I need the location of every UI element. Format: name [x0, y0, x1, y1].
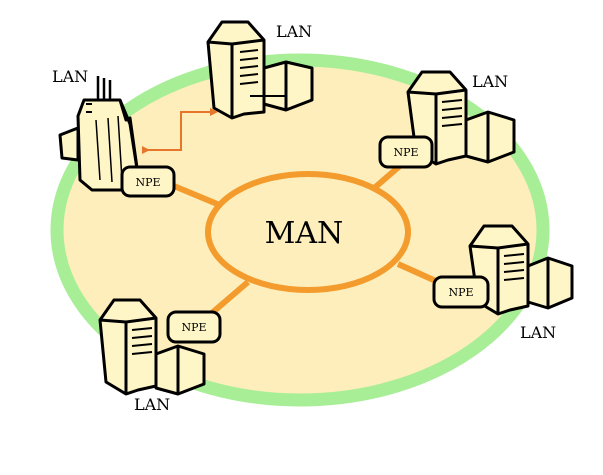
npe-bottom-left: NPE — [166, 310, 222, 344]
npe-top-left: NPE — [120, 165, 176, 198]
lan-bottom-left-server — [98, 298, 206, 396]
svg-text:NPE: NPE — [181, 321, 206, 334]
man-label: MAN — [265, 216, 344, 251]
lan-label-top-right: LAN — [472, 72, 508, 91]
npe-right: NPE — [432, 275, 490, 309]
lan-right-server — [468, 224, 574, 316]
lan-label-top: LAN — [276, 22, 312, 41]
lan-label-right: LAN — [520, 323, 556, 342]
npe-top-right: NPE — [378, 135, 434, 169]
man-ring — [205, 171, 411, 293]
lan-label-bottom-left: LAN — [134, 395, 170, 414]
link-right — [396, 261, 440, 285]
svg-text:NPE: NPE — [448, 286, 473, 299]
lan-label-top-left: LAN — [52, 67, 88, 86]
connection-arrow — [142, 108, 218, 154]
link-top-left — [172, 183, 224, 209]
lan-top-server — [206, 20, 314, 120]
svg-text:NPE: NPE — [393, 146, 418, 159]
lan-top-right-server — [406, 70, 516, 166]
svg-text:NPE: NPE — [135, 176, 160, 189]
lan-top-left-building — [58, 76, 140, 192]
